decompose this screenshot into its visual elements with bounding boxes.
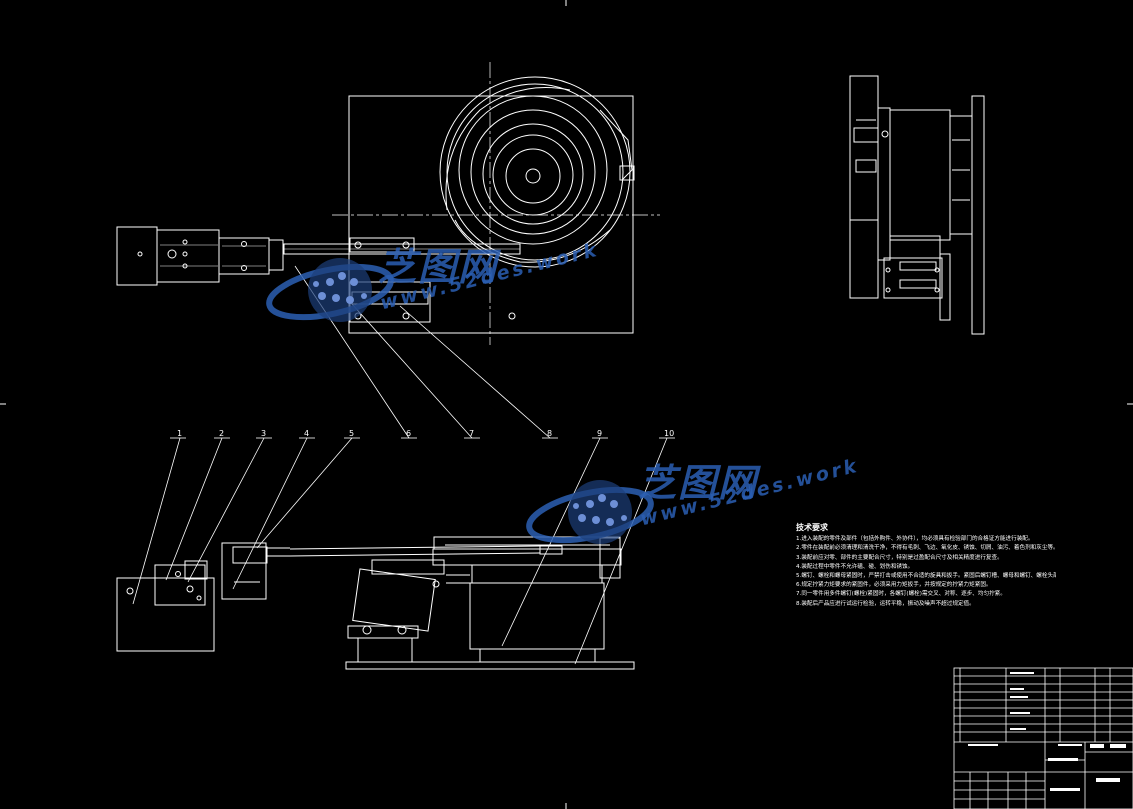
balloon-4: 4 (304, 429, 309, 438)
side-view (849, 75, 985, 335)
watermark-logo-2 (526, 480, 654, 544)
tech-note-line: 2.零件在装配前必须清理和清洗干净，不得有毛刺、飞边、氧化皮、锈蚀、切屑、油污、… (796, 545, 1056, 552)
tech-note-line: 7.同一零件用多件螺钉(螺栓)紧固时，各螺钉(螺栓)需交叉、对称、逐步、均匀拧紧… (796, 591, 1006, 598)
title-block-fill (968, 672, 1126, 791)
tech-note-line: 5.螺钉、螺栓和螺母紧固时，严禁打击或使用不合适的旋具和扳手。紧固后螺钉槽、螺母… (796, 573, 1056, 580)
title-block (953, 667, 1133, 809)
front-view (116, 536, 635, 670)
balloon-6: 6 (406, 429, 411, 438)
tech-note-line: 6.规定拧紧力矩要求的紧固件，必须采用力矩扳手，并按规定的拧紧力矩紧固。 (796, 582, 992, 589)
balloon-2: 2 (219, 429, 224, 438)
balloon-1: 1 (177, 429, 182, 438)
balloon-9: 9 (597, 429, 602, 438)
tech-note-line: 3.装配前应对零、部件的主要配合尺寸，特别是过盈配合尺寸及相关精度进行复查。 (796, 554, 1003, 561)
technical-requirements: 技术要求 1.进入装配的零件及部件（包括外购件、外协件），均必须具有检验部门的合… (796, 523, 1056, 609)
balloon-5: 5 (349, 429, 354, 438)
balloon-8: 8 (547, 429, 552, 438)
tech-note-line: 1.进入装配的零件及部件（包括外购件、外协件），均必须具有检验部门的合格证方能进… (796, 536, 1034, 543)
balloon-10: 10 (664, 429, 674, 438)
tech-notes-title: 技术要求 (796, 523, 828, 532)
balloon-labels: 1 2 3 4 5 6 7 8 9 10 (177, 429, 674, 438)
watermark-logo-1 (266, 258, 394, 322)
balloon-7: 7 (469, 429, 474, 438)
top-view (116, 62, 660, 345)
tech-note-line: 8.装配后产品应进行试运行检验，运转平稳，振动及噪声不超过规定值。 (796, 600, 975, 607)
tech-note-line: 4.装配过程中零件不允许磕、碰、划伤和锈蚀。 (796, 563, 914, 570)
balloon-3: 3 (261, 429, 266, 438)
